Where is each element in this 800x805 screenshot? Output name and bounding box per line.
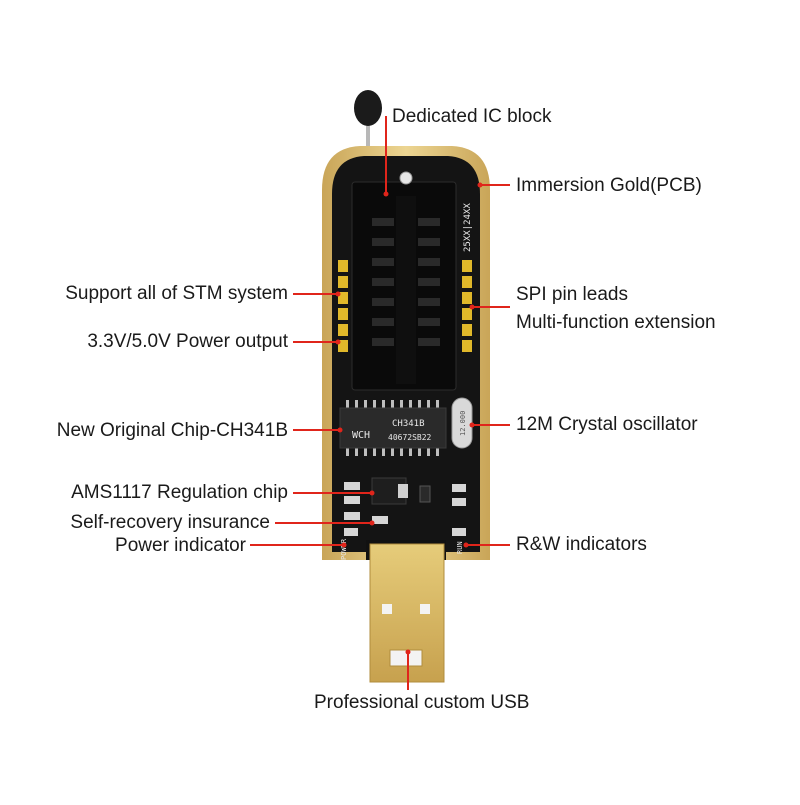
label-spi-leads: SPI pin leads xyxy=(516,284,628,305)
label-ch341b: New Original Chip-CH341B xyxy=(56,420,288,441)
label-crystal: 12M Crystal oscillator xyxy=(516,414,698,435)
label-power-output: 3.3V/5.0V Power output xyxy=(87,331,288,352)
run-led xyxy=(452,528,466,536)
usb-plug xyxy=(366,540,446,683)
label-ic-block: Dedicated IC block xyxy=(392,106,552,127)
chip-marking-1: CH341B xyxy=(392,419,425,429)
eeprom-silk: 25XX|24XX xyxy=(463,203,473,252)
label-support-stm: Support all of STM system xyxy=(65,283,288,304)
ch341b-chip: WCH CH341B 40672SB22 xyxy=(339,400,447,456)
chip-logo: WCH xyxy=(352,430,370,441)
leader-dots xyxy=(335,182,483,655)
zif-socket xyxy=(351,171,457,391)
label-rw-indicators: R&W indicators xyxy=(516,534,647,555)
smd-components xyxy=(344,482,466,536)
ams1117-regulator xyxy=(371,477,408,505)
left-pin-header xyxy=(338,260,348,352)
label-self-recovery: Self-recovery insurance xyxy=(70,512,270,533)
chip-marking-2: 40672SB22 xyxy=(388,433,432,442)
label-multi-function: Multi-function extension xyxy=(516,312,716,333)
label-immersion-gold: Immersion Gold(PCB) xyxy=(516,175,702,196)
power-silk: POWER xyxy=(340,538,348,560)
lever-knob xyxy=(354,90,382,126)
power-led xyxy=(344,528,358,536)
crystal-marking: 12.000 xyxy=(459,411,467,436)
label-power-indicator: Power indicator xyxy=(115,535,246,556)
label-usb: Professional custom USB xyxy=(314,692,530,713)
label-ams1117: AMS1117 Regulation chip xyxy=(71,482,288,503)
crystal-oscillator: 12.000 xyxy=(451,397,473,449)
right-pin-header xyxy=(462,260,472,352)
run-silk: RUN xyxy=(456,541,464,554)
